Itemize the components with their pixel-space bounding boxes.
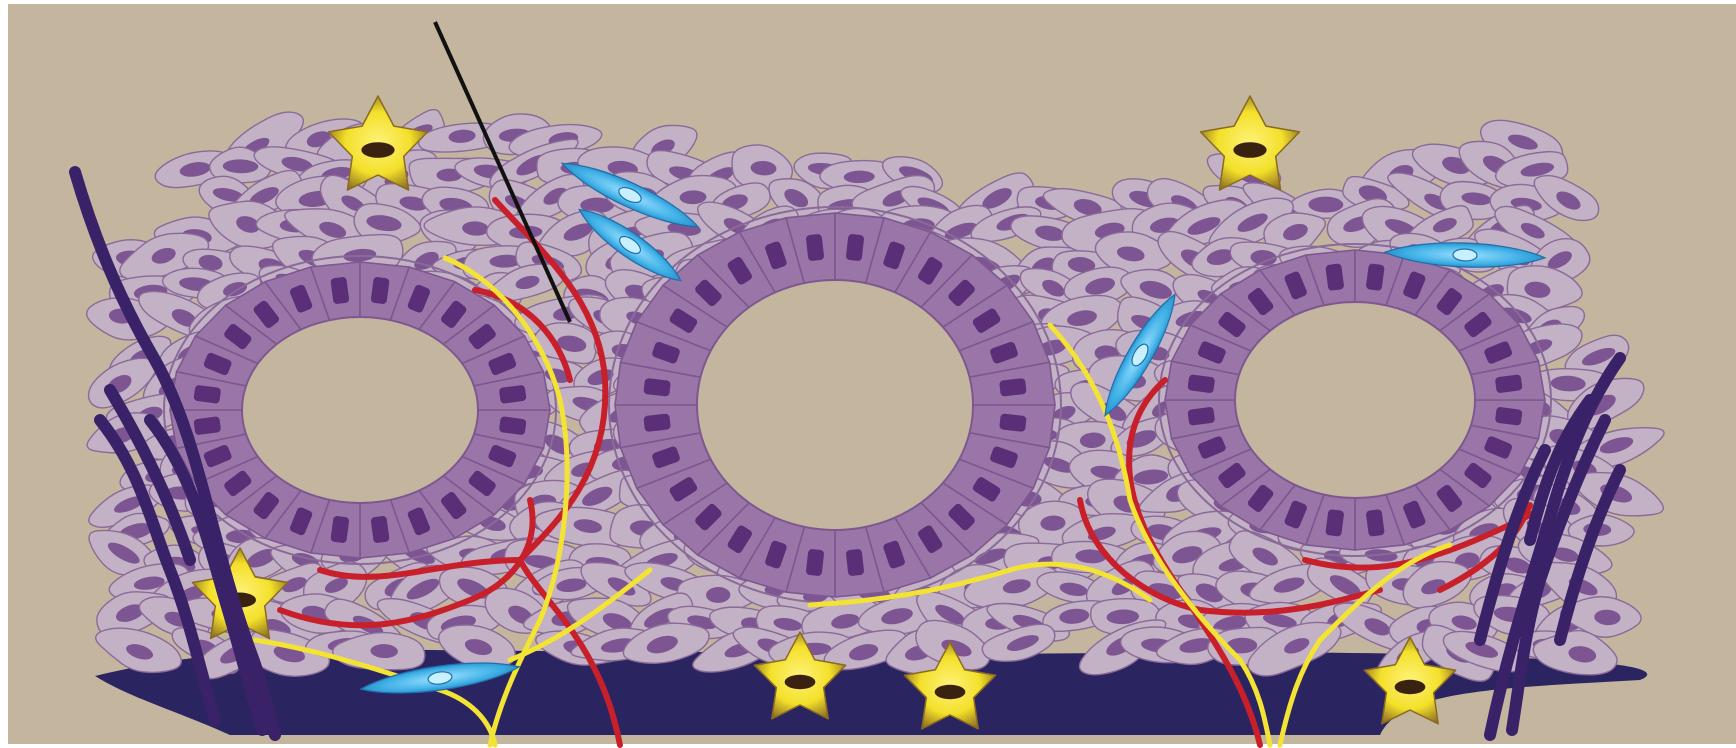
gland-lumen: [697, 280, 973, 530]
gland-nucleus: [1366, 263, 1385, 291]
gland-nucleus: [1366, 509, 1385, 537]
gland-nucleus: [1325, 509, 1344, 537]
star-nucleus: [935, 685, 966, 699]
gland-nucleus: [499, 385, 527, 404]
gland-nucleus: [643, 413, 671, 432]
star-nucleus: [785, 675, 816, 689]
gland-nucleus: [499, 416, 527, 435]
star-nucleus: [1395, 680, 1426, 694]
gland-nucleus: [1495, 407, 1523, 426]
gland-nucleus: [1325, 263, 1344, 291]
glands: [164, 207, 1551, 603]
gland-lumen: [242, 317, 478, 503]
gland-nucleus: [193, 416, 221, 435]
gland-nucleus: [846, 549, 865, 577]
gland-nucleus: [330, 277, 349, 305]
gland-nucleus: [370, 277, 389, 305]
star-nucleus: [361, 142, 394, 158]
star-nucleus: [1233, 142, 1266, 158]
gland-nucleus: [193, 385, 221, 404]
gland-nucleus: [370, 516, 389, 544]
gland-nucleus: [806, 549, 825, 577]
gland-nucleus: [846, 234, 865, 262]
gland-nucleus: [806, 234, 825, 262]
gland-nucleus: [643, 378, 671, 397]
gland-nucleus: [1495, 374, 1523, 393]
gland-nucleus: [999, 378, 1027, 397]
gland-nucleus: [1187, 407, 1215, 426]
gland-nucleus: [330, 516, 349, 544]
gland-nucleus: [999, 413, 1027, 432]
gland-nucleus: [1187, 374, 1215, 393]
spindle-nucleus: [1453, 249, 1477, 262]
gland-lumen: [1235, 302, 1475, 498]
